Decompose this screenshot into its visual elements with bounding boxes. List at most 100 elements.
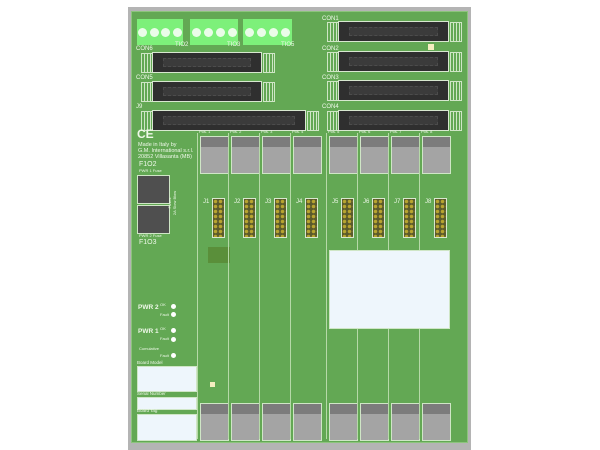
fuse-label: F1O2 <box>139 161 157 168</box>
header-label: J6 <box>363 199 370 205</box>
connector-con5[interactable] <box>152 81 262 102</box>
terminal-label: TIO3 <box>227 42 241 48</box>
led-indicator <box>428 44 434 50</box>
connector-latch <box>450 52 462 72</box>
connector-label: CON2 <box>322 46 339 52</box>
marking-line: G.M. International s.r.l. <box>138 148 194 154</box>
relay-bottom-pos4[interactable] <box>293 403 322 441</box>
header-label: J1 <box>203 199 210 205</box>
relay-bottom-pos6[interactable] <box>360 403 389 441</box>
connector-label: CON4 <box>322 104 339 110</box>
led-indicator <box>210 382 215 387</box>
fuse-name: PWR 1 Fuse <box>139 168 162 173</box>
ce-mark: CE <box>137 127 154 141</box>
header-label: J8 <box>425 199 432 205</box>
manufacturer-text: Made in Italy by G.M. International s.r.… <box>138 142 193 160</box>
connector-latch <box>307 111 319 131</box>
fuse-note-line: 2A Slow Blow <box>172 190 178 216</box>
marking-line: Made in Italy by <box>138 142 177 148</box>
connector-label: CON5 <box>136 75 153 81</box>
header-j8[interactable] <box>434 198 447 238</box>
relay-top-pos7[interactable] <box>391 136 420 174</box>
fault-label: Fault <box>160 312 169 317</box>
connector-label: CON1 <box>322 16 339 22</box>
relay-top-pos4[interactable] <box>293 136 322 174</box>
connector-latch <box>450 81 462 101</box>
connector-con2[interactable] <box>338 51 449 72</box>
connector-label: CON6 <box>136 46 153 52</box>
connector-latch <box>450 22 462 42</box>
pwr1-label: PWR 1 <box>138 328 159 335</box>
board-tag-field <box>137 414 197 441</box>
relay-top-pos1[interactable] <box>200 136 229 174</box>
board-model-field <box>137 366 197 392</box>
slot-position-label: Pos. 6 <box>359 129 371 134</box>
header-j5[interactable] <box>341 198 354 238</box>
cumulative-label: Cumulative <box>139 346 160 351</box>
fuse-pwr1[interactable] <box>137 175 170 204</box>
fuse-note: Fuses 2A Slow Blow <box>167 191 177 215</box>
relay-bottom-pos3[interactable] <box>262 403 291 441</box>
slot-divider <box>259 133 260 439</box>
pwr1-fault-led <box>171 337 176 342</box>
slot-position-label: Pos. 7 <box>390 129 402 134</box>
chip <box>208 247 230 263</box>
header-label: J2 <box>234 199 241 205</box>
relay-top-pos6[interactable] <box>360 136 389 174</box>
terminal-block-tio2[interactable] <box>137 19 183 45</box>
fault-label: Fault <box>160 336 169 341</box>
relay-bottom-pos5[interactable] <box>329 403 358 441</box>
slot-position-label: Pos. 2 <box>230 129 242 134</box>
relay-bottom-pos7[interactable] <box>391 403 420 441</box>
slot-position-label: Pos. 5 <box>328 129 340 134</box>
connector-latch <box>263 53 275 73</box>
slot-divider <box>228 133 229 439</box>
ok-label: OK <box>160 302 166 307</box>
connector-latch <box>263 82 275 102</box>
board-model-label: Board Model <box>137 360 163 365</box>
connector-j9[interactable] <box>152 110 306 131</box>
connector-con3[interactable] <box>338 80 449 101</box>
slot-position-label: Pos. 8 <box>421 129 433 134</box>
connector-label: CON3 <box>322 75 339 81</box>
header-j3[interactable] <box>274 198 287 238</box>
relay-top-pos3[interactable] <box>262 136 291 174</box>
fault-label: Fault <box>160 353 169 358</box>
terminal-block-tio3[interactable] <box>190 19 238 45</box>
header-label: J3 <box>265 199 272 205</box>
pwr2-fault-led <box>171 312 176 317</box>
connector-latch <box>450 111 462 131</box>
pwr2-ok-led <box>171 304 176 309</box>
relay-top-pos2[interactable] <box>231 136 260 174</box>
relay-bottom-pos2[interactable] <box>231 403 260 441</box>
slot-position-label: Pos. 3 <box>261 129 273 134</box>
serial-number-field <box>137 397 197 410</box>
blank-area <box>329 250 450 329</box>
slot-divider <box>326 133 327 439</box>
header-j2[interactable] <box>243 198 256 238</box>
slot-divider <box>197 133 198 439</box>
header-j6[interactable] <box>372 198 385 238</box>
relay-bottom-pos8[interactable] <box>422 403 451 441</box>
connector-con4[interactable] <box>338 110 449 131</box>
ok-label: OK <box>160 326 166 331</box>
terminal-label: TIO5 <box>281 42 295 48</box>
slot-divider <box>290 133 291 439</box>
slot-position-label: Pos. 1 <box>199 129 211 134</box>
terminal-block-tio5[interactable] <box>243 19 292 45</box>
relay-top-pos8[interactable] <box>422 136 451 174</box>
connector-con1[interactable] <box>338 21 449 42</box>
terminal-label: TIO2 <box>175 42 189 48</box>
connector-con6[interactable] <box>152 52 262 73</box>
header-label: J7 <box>394 199 401 205</box>
relay-bottom-pos1[interactable] <box>200 403 229 441</box>
fuse-pwr2[interactable] <box>137 205 170 234</box>
header-j7[interactable] <box>403 198 416 238</box>
slot-position-label: Pos. 4 <box>292 129 304 134</box>
header-j4[interactable] <box>305 198 318 238</box>
fuse-name: PWR 2 Fuse <box>139 233 162 238</box>
relay-top-pos5[interactable] <box>329 136 358 174</box>
header-j1[interactable] <box>212 198 225 238</box>
serial-number-label: Serial Number <box>137 391 166 396</box>
marking-line: 20852 Villasanta (MB) <box>138 154 193 160</box>
